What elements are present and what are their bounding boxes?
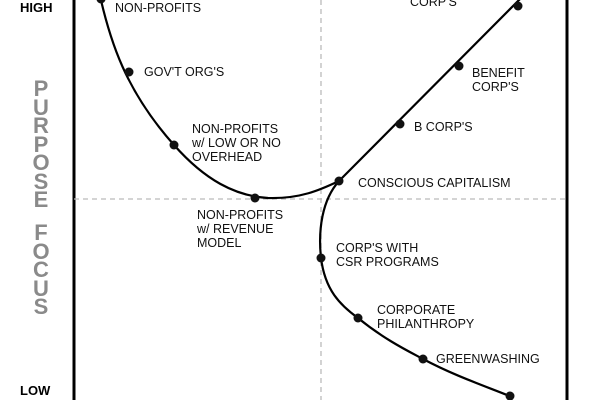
label-benefit-corps: BENEFIT CORP'S: [472, 66, 525, 94]
label-conscious-capitalism: CONSCIOUS CAPITALISM: [358, 176, 511, 190]
point-marker: [169, 140, 179, 150]
point-marker: [454, 61, 464, 71]
y-axis-label-focus: FOCUS: [32, 220, 50, 319]
y-axis-label-purpose: PURPOSE: [32, 76, 50, 212]
frame: [72, 0, 569, 400]
point-marker: [395, 119, 405, 129]
point-marker: [418, 354, 428, 364]
point-marker: [505, 391, 515, 400]
point-marker: [124, 67, 134, 77]
label-non-profits-low-overhead: NON-PROFITS w/ LOW OR NO OVERHEAD: [192, 122, 281, 164]
point-marker: [316, 253, 326, 263]
point-marker: [334, 176, 344, 186]
label-corporate-philanthropy: CORPORATE PHILANTHROPY: [377, 303, 475, 331]
label-greenwashing: GREENWASHING: [436, 352, 540, 366]
point-marker: [353, 313, 363, 323]
label-corps-top: CORP'S: [410, 0, 457, 9]
point-marker: [96, 0, 106, 4]
label-non-profits-revenue-model: NON-PROFITS w/ REVENUE MODEL: [197, 208, 284, 250]
label-non-profits: NON-PROFITS: [115, 1, 202, 15]
label-corps-csr: CORP'S WITH CSR PROGRAMS: [336, 241, 439, 269]
upper-curve: [99, 0, 521, 200]
high-label: HIGH: [20, 0, 53, 15]
label-b-corps: B CORP'S: [414, 120, 473, 134]
point-marker: [250, 193, 260, 203]
label-govt-orgs: GOV'T ORG'S: [144, 65, 225, 79]
low-label: LOW: [20, 383, 51, 398]
point-marker: [513, 1, 523, 11]
